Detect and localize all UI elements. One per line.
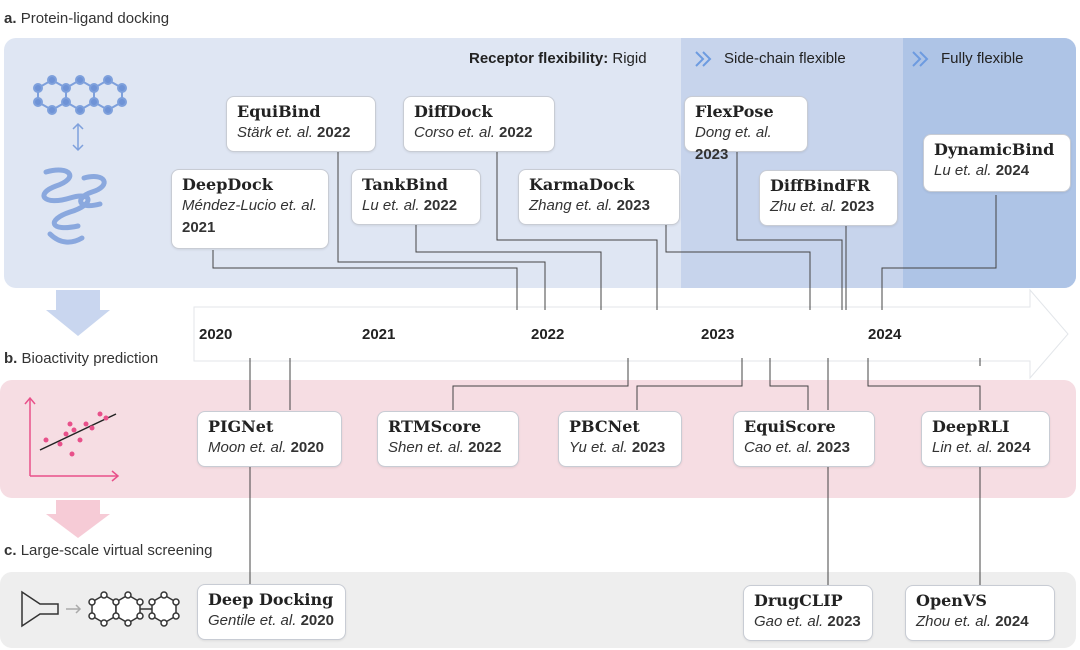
method-name: OpenVS (916, 591, 987, 610)
method-name: DeepDock (182, 175, 273, 194)
section-c-label: c. Large-scale virtual screening (4, 542, 213, 559)
molecule-chain-icon (88, 591, 180, 627)
fully-flexible-label: Fully flexible (941, 50, 1024, 67)
scatter-plot-icon (24, 396, 120, 482)
method-name: TankBind (362, 175, 448, 194)
method-card-deeprli: DeepRLI Lin et. al. 2024 (921, 411, 1050, 467)
year-2021: 2021 (362, 326, 396, 343)
screening-band (0, 572, 1076, 648)
method-card-equiscore: EquiScore Cao et. al. 2023 (733, 411, 875, 467)
method-card-rtmscore: RTMScore Shen et. al. 2022 (377, 411, 519, 467)
side-chain-flexible-label: Side-chain flexible (724, 50, 846, 67)
bioactivity-band (0, 380, 1076, 498)
timeline-arrow (193, 288, 1069, 380)
method-card-diffbindfr: DiffBindFR Zhu et. al. 2023 (759, 170, 898, 226)
year-2022: 2022 (531, 326, 565, 343)
double-arrow-icon (72, 122, 84, 152)
method-name: FlexPose (695, 102, 774, 121)
method-card-deepdock: DeepDock Méndez-Lucio et. al.2021 (171, 169, 329, 249)
method-card-dynamicbind: DynamicBind Lu et. al. 2024 (923, 134, 1071, 192)
year-2020: 2020 (199, 326, 233, 343)
molecule-icon (33, 75, 127, 115)
method-card-pbcnet: PBCNet Yu et. al. 2023 (558, 411, 682, 467)
down-arrow-icon (46, 290, 110, 538)
section-b-label: b. Bioactivity prediction (4, 350, 159, 367)
method-card-deep-docking: Deep Docking Gentile et. al. 2020 (197, 584, 346, 640)
year-2023: 2023 (701, 326, 735, 343)
method-name: KarmaDock (529, 175, 635, 194)
method-name: DiffBindFR (770, 176, 871, 195)
method-name: EquiBind (237, 102, 321, 121)
method-name: Deep Docking (208, 590, 334, 609)
method-card-openvs: OpenVS Zhou et. al. 2024 (905, 585, 1055, 641)
method-name: PBCNet (569, 417, 640, 436)
chevron-double-icon (695, 51, 929, 67)
method-name: DeepRLI (932, 417, 1010, 436)
method-name: RTMScore (388, 417, 482, 436)
method-card-tankbind: TankBind Lu et. al. 2022 (351, 169, 481, 225)
method-card-karmadock: KarmaDock Zhang et. al. 2023 (518, 169, 680, 225)
section-a-label: a. Protein-ligand docking (4, 10, 170, 27)
year-2024: 2024 (868, 326, 902, 343)
funnel-icon (21, 590, 82, 628)
connector-lines (212, 150, 997, 585)
method-name: DynamicBind (934, 140, 1055, 159)
method-name: DiffDock (414, 102, 493, 121)
method-card-diffdock: DiffDock Corso et. al. 2022 (403, 96, 555, 152)
method-card-drugclip: DrugCLIP Gao et. al. 2023 (743, 585, 873, 641)
method-name: DrugCLIP (754, 591, 843, 610)
method-card-flexpose: FlexPose Dong et. al. 2023 (684, 96, 808, 163)
receptor-flexibility-label: Receptor flexibility: Rigid (469, 50, 647, 67)
method-card-pignet: PIGNet Moon et. al. 2020 (197, 411, 342, 467)
method-name: PIGNet (208, 417, 274, 436)
method-name: EquiScore (744, 417, 836, 436)
method-card-equibind: EquiBind Stärk et. al. 2022 (226, 96, 376, 152)
protein-helix-icon (41, 167, 107, 245)
